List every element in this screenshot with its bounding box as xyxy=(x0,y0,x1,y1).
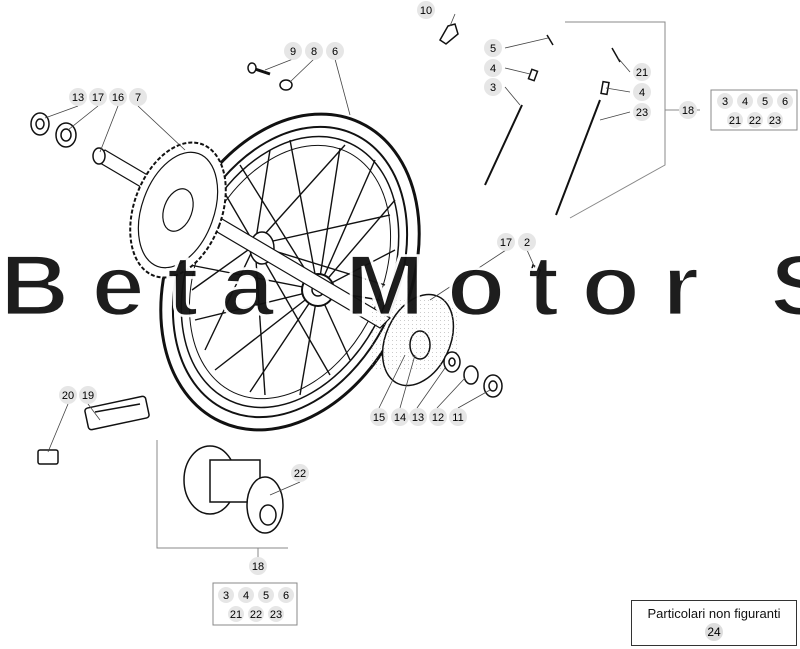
callout-19: 19 xyxy=(79,386,97,404)
svg-text:5: 5 xyxy=(762,96,768,108)
svg-text:21: 21 xyxy=(636,67,648,79)
callout-4a: 4 xyxy=(484,59,502,77)
hub-22 xyxy=(183,445,284,534)
callout-20: 20 xyxy=(59,386,77,404)
callout-15: 15 xyxy=(370,408,388,426)
svg-text:16: 16 xyxy=(112,92,124,104)
svg-text:9: 9 xyxy=(290,46,296,58)
left-spacers xyxy=(30,112,77,148)
svg-text:4: 4 xyxy=(243,590,249,602)
svg-text:3: 3 xyxy=(223,590,229,602)
callout-17a: 17 xyxy=(89,88,107,106)
svg-text:18: 18 xyxy=(252,561,264,573)
callout-7: 7 xyxy=(129,88,147,106)
callout-4b: 4 xyxy=(633,83,651,101)
legend-box: Particolari non figuranti 24 xyxy=(631,600,797,646)
callout-8: 8 xyxy=(305,42,323,60)
callout-17b: 17 xyxy=(497,233,515,251)
svg-text:6: 6 xyxy=(283,590,289,602)
legend-number: 24 xyxy=(705,623,723,641)
svg-text:11: 11 xyxy=(452,412,463,424)
svg-text:3: 3 xyxy=(490,82,496,94)
callout-6: 6 xyxy=(326,42,344,60)
svg-text:3: 3 xyxy=(722,96,728,108)
sprocket xyxy=(129,141,227,279)
callout-3: 3 xyxy=(484,78,502,96)
svg-text:23: 23 xyxy=(270,609,282,621)
svg-text:19: 19 xyxy=(82,390,94,402)
callout-18b: 18 xyxy=(249,557,267,575)
callout-23: 23 xyxy=(633,103,651,121)
kit-box-top: 3 4 5 6 21 22 23 xyxy=(710,89,798,131)
callout-21a: 21 xyxy=(633,63,651,81)
svg-text:8: 8 xyxy=(311,46,317,58)
spoke-parts xyxy=(484,34,621,216)
svg-text:22: 22 xyxy=(294,468,306,480)
callout-16: 16 xyxy=(109,88,127,106)
svg-text:13: 13 xyxy=(72,92,84,104)
callout-9: 9 xyxy=(284,42,302,60)
svg-text:5: 5 xyxy=(490,43,496,55)
callout-18a: 18 xyxy=(679,101,697,119)
kit-box-bottom: 3 4 5 6 21 22 23 xyxy=(212,582,298,626)
leader-lines xyxy=(44,13,631,496)
svg-text:17: 17 xyxy=(92,92,104,104)
chain-adjuster xyxy=(37,395,150,465)
callout-13a: 13 xyxy=(69,88,87,106)
callout-5: 5 xyxy=(484,39,502,57)
svg-text:5: 5 xyxy=(263,590,269,602)
callout-13b: 13 xyxy=(409,408,427,426)
svg-text:7: 7 xyxy=(135,92,141,104)
svg-text:10: 10 xyxy=(420,5,432,17)
svg-text:4: 4 xyxy=(742,96,748,108)
callout-12: 12 xyxy=(429,408,447,426)
svg-text:4: 4 xyxy=(639,87,645,99)
svg-text:17: 17 xyxy=(500,237,512,249)
right-spacers xyxy=(443,263,541,398)
legend-text: Particolari non figuranti xyxy=(647,606,781,621)
callouts: 10 9 8 6 5 4 3 21 4 23 18 13 17 16 7 17 … xyxy=(59,1,697,575)
svg-text:20: 20 xyxy=(62,390,74,402)
valve-and-bolt xyxy=(247,23,459,91)
brake-disc xyxy=(370,293,460,387)
callout-2: 2 xyxy=(518,233,536,251)
svg-text:13: 13 xyxy=(412,412,424,424)
callout-10: 10 xyxy=(417,1,435,19)
svg-text:23: 23 xyxy=(769,115,781,127)
svg-text:22: 22 xyxy=(749,115,761,127)
callout-14: 14 xyxy=(391,408,409,426)
svg-text:14: 14 xyxy=(394,412,406,424)
svg-text:15: 15 xyxy=(373,412,385,424)
svg-text:6: 6 xyxy=(782,96,788,108)
svg-text:22: 22 xyxy=(250,609,262,621)
callout-11: 11 xyxy=(449,408,467,426)
svg-text:2: 2 xyxy=(524,237,530,249)
svg-text:23: 23 xyxy=(636,107,648,119)
svg-text:18: 18 xyxy=(682,105,694,117)
svg-text:4: 4 xyxy=(490,63,496,75)
svg-text:6: 6 xyxy=(332,46,338,58)
svg-text:21: 21 xyxy=(230,609,242,621)
callout-22: 22 xyxy=(291,464,309,482)
svg-text:21: 21 xyxy=(729,115,741,127)
svg-text:12: 12 xyxy=(432,412,444,424)
